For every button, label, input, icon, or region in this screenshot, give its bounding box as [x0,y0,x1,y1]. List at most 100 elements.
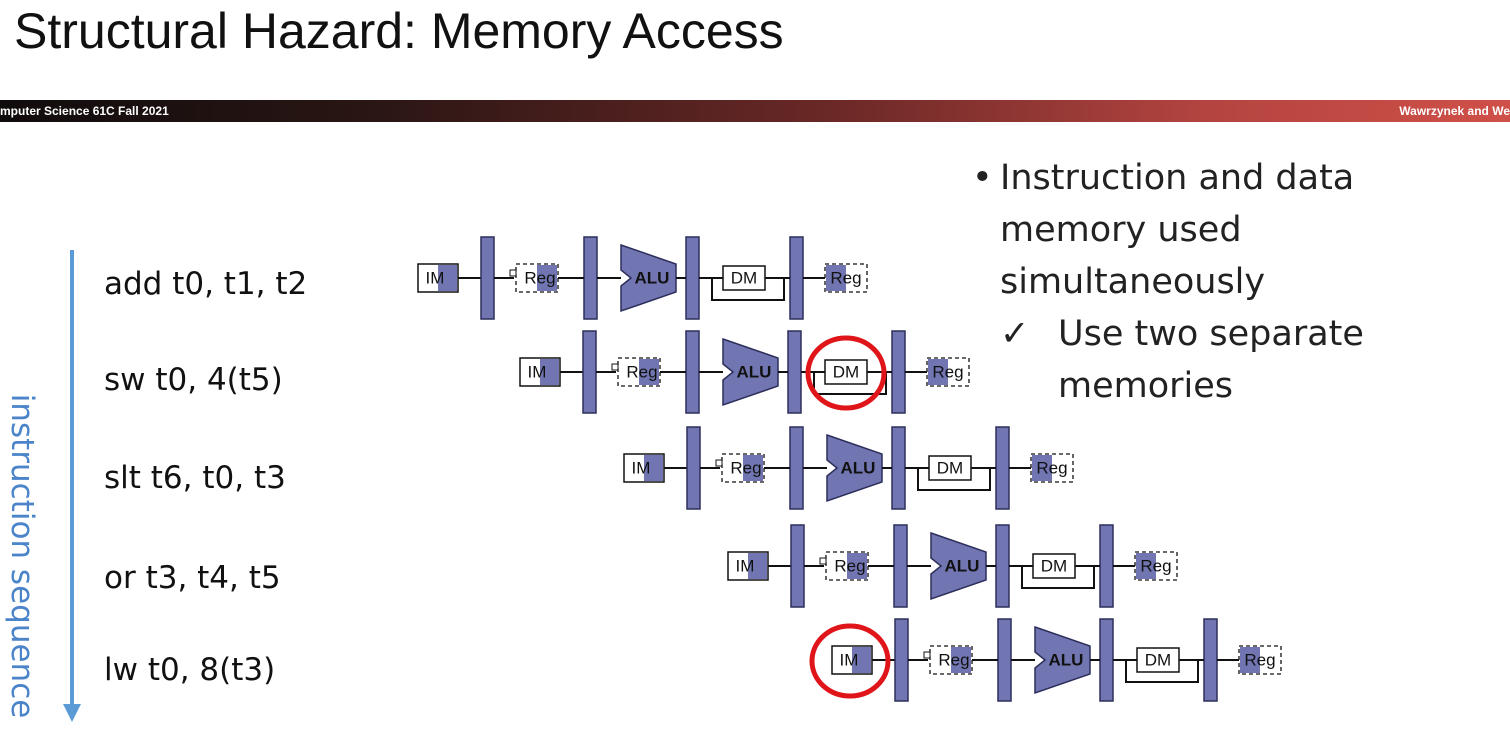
reg-write-label: Reg [1244,650,1275,669]
pipeline-register-1 [686,426,701,510]
bullet-dot-icon: • [972,158,993,198]
dm-bypass-wire [711,278,785,301]
instruction-row-3: slt t6, t0, t3 [104,460,286,496]
bullet-sub: ✓ Use two separate memories [970,308,1510,412]
alu-shape [826,433,883,503]
bullet-main-text: Instruction and data memory used simulta… [1000,158,1355,302]
reg-write-fill [928,359,948,385]
reg-write-fill [826,265,846,291]
reg-write-fill [1136,553,1156,579]
dm-bypass-wire [1021,566,1095,589]
pipeline-register-2 [685,330,700,414]
reg-write-label: Reg [1036,458,1067,477]
pipeline-row-5: IM Reg ALU DM Reg [831,618,1282,702]
reg-read-fill [847,553,867,579]
pipeline-row-4: IM Reg ALU DM Reg [727,524,1178,608]
pipeline-row-2: IM Reg ALU DM Reg [519,330,970,414]
pipeline-register-3 [995,524,1010,608]
pipeline-register-3 [891,426,906,510]
reg-read-label: Reg [524,268,555,287]
bullet-list: • Instruction and data memory used simul… [970,152,1510,412]
dm-stage-box [928,455,972,481]
reg-read-fill [951,647,971,673]
alu-label: ALU [635,268,670,287]
banner-course-name: mputer Science 61C Fall 2021 [0,104,169,118]
pipeline-register-4 [995,426,1010,510]
alu-shape [722,337,779,407]
dm-stage-label: DM [937,458,963,477]
dm-bypass-wire [813,372,887,395]
reg-write-fill [1032,455,1052,481]
im-stage-label: IM [736,556,755,575]
alu-label: ALU [737,362,772,381]
dm-stage-label: DM [731,268,757,287]
highlight-circle-2 [809,623,891,699]
im-stage-label: IM [632,458,651,477]
im-stage-fill [438,265,457,291]
im-stage-fill [748,553,767,579]
im-stage-label: IM [840,650,859,669]
im-stage-label: IM [528,362,547,381]
dm-stage-label: DM [833,362,859,381]
pipeline-row-1: IM Reg ALU DM Reg [417,236,868,320]
reg-read-label: Reg [626,362,657,381]
sequence-arrow-icon [63,250,81,722]
reg-port [819,557,827,565]
banner-authors: Wawrzynek and We [1399,104,1510,118]
reg-port [923,651,931,659]
pipeline-register-2 [997,618,1012,702]
highlight-circle-1 [805,335,887,411]
pipeline-register-1 [480,236,495,320]
im-stage-label: IM [426,268,445,287]
bullet-sub-text: Use two separate memories [1058,314,1364,406]
reg-read-label: Reg [834,556,865,575]
pipeline-register-4 [1203,618,1218,702]
pipeline-register-1 [894,618,909,702]
pipeline-register-1 [582,330,597,414]
dm-bypass-wire [917,468,991,491]
im-stage-fill [540,359,559,385]
instruction-row-2: sw t0, 4(t5) [104,362,283,398]
reg-write-label: Reg [1140,556,1171,575]
reg-write-fill [1240,647,1260,673]
bullet-main: • Instruction and data memory used simul… [970,152,1510,308]
reg-read-fill [743,455,763,481]
reg-read-label: Reg [938,650,969,669]
alu-label: ALU [841,458,876,477]
pipeline-register-4 [789,236,804,320]
pipeline-register-2 [893,524,908,608]
reg-port [611,363,619,371]
alu-label: ALU [945,556,980,575]
checkmark-icon: ✓ [1000,314,1030,354]
instruction-row-5: lw t0, 8(t3) [104,652,276,688]
alu-label: ALU [1049,650,1084,669]
dm-stage-label: DM [1041,556,1067,575]
pipeline-register-2 [583,236,598,320]
reg-write-label: Reg [830,268,861,287]
dm-bypass-wire [1125,660,1199,683]
slide-title: Structural Hazard: Memory Access [14,3,784,59]
pipeline-register-1 [790,524,805,608]
reg-read-fill [639,359,659,385]
alu-shape [1034,625,1091,695]
pipeline-register-3 [1099,618,1114,702]
instruction-row-1: add t0, t1, t2 [104,266,308,302]
im-stage-fill [644,455,663,481]
alu-shape [930,531,987,601]
alu-shape [620,243,677,313]
reg-write-label: Reg [932,362,963,381]
reg-read-fill [537,265,557,291]
pipeline-register-2 [789,426,804,510]
reg-read-label: Reg [730,458,761,477]
pipeline-register-3 [685,236,700,320]
pipeline-row-3: IM Reg ALU DM Reg [623,426,1074,510]
pipeline-register-4 [891,330,906,414]
reg-port [509,269,517,277]
course-banner: mputer Science 61C Fall 2021 Wawrzynek a… [0,100,1510,122]
pipeline-register-3 [787,330,802,414]
pipeline-register-4 [1099,524,1114,608]
dm-stage-label: DM [1145,650,1171,669]
reg-port [715,459,723,467]
instruction-row-4: or t3, t4, t5 [104,560,281,596]
